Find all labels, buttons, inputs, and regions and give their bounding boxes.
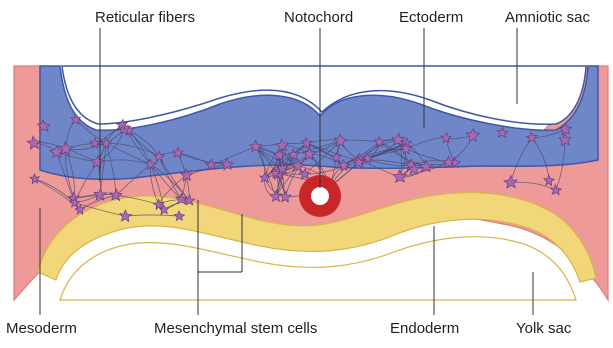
label-amniotic-sac: Amniotic sac <box>505 10 590 25</box>
label-notochord: Notochord <box>284 10 353 25</box>
label-mesenchymal-stem-cells: Mesenchymal stem cells <box>154 321 317 336</box>
label-ectoderm: Ectoderm <box>399 10 463 25</box>
label-reticular-fibers: Reticular fibers <box>95 10 195 25</box>
label-mesoderm: Mesoderm <box>6 321 77 336</box>
label-yolk-sac: Yolk sac <box>516 321 571 336</box>
label-endoderm: Endoderm <box>390 321 459 336</box>
notochord-core <box>311 187 329 205</box>
